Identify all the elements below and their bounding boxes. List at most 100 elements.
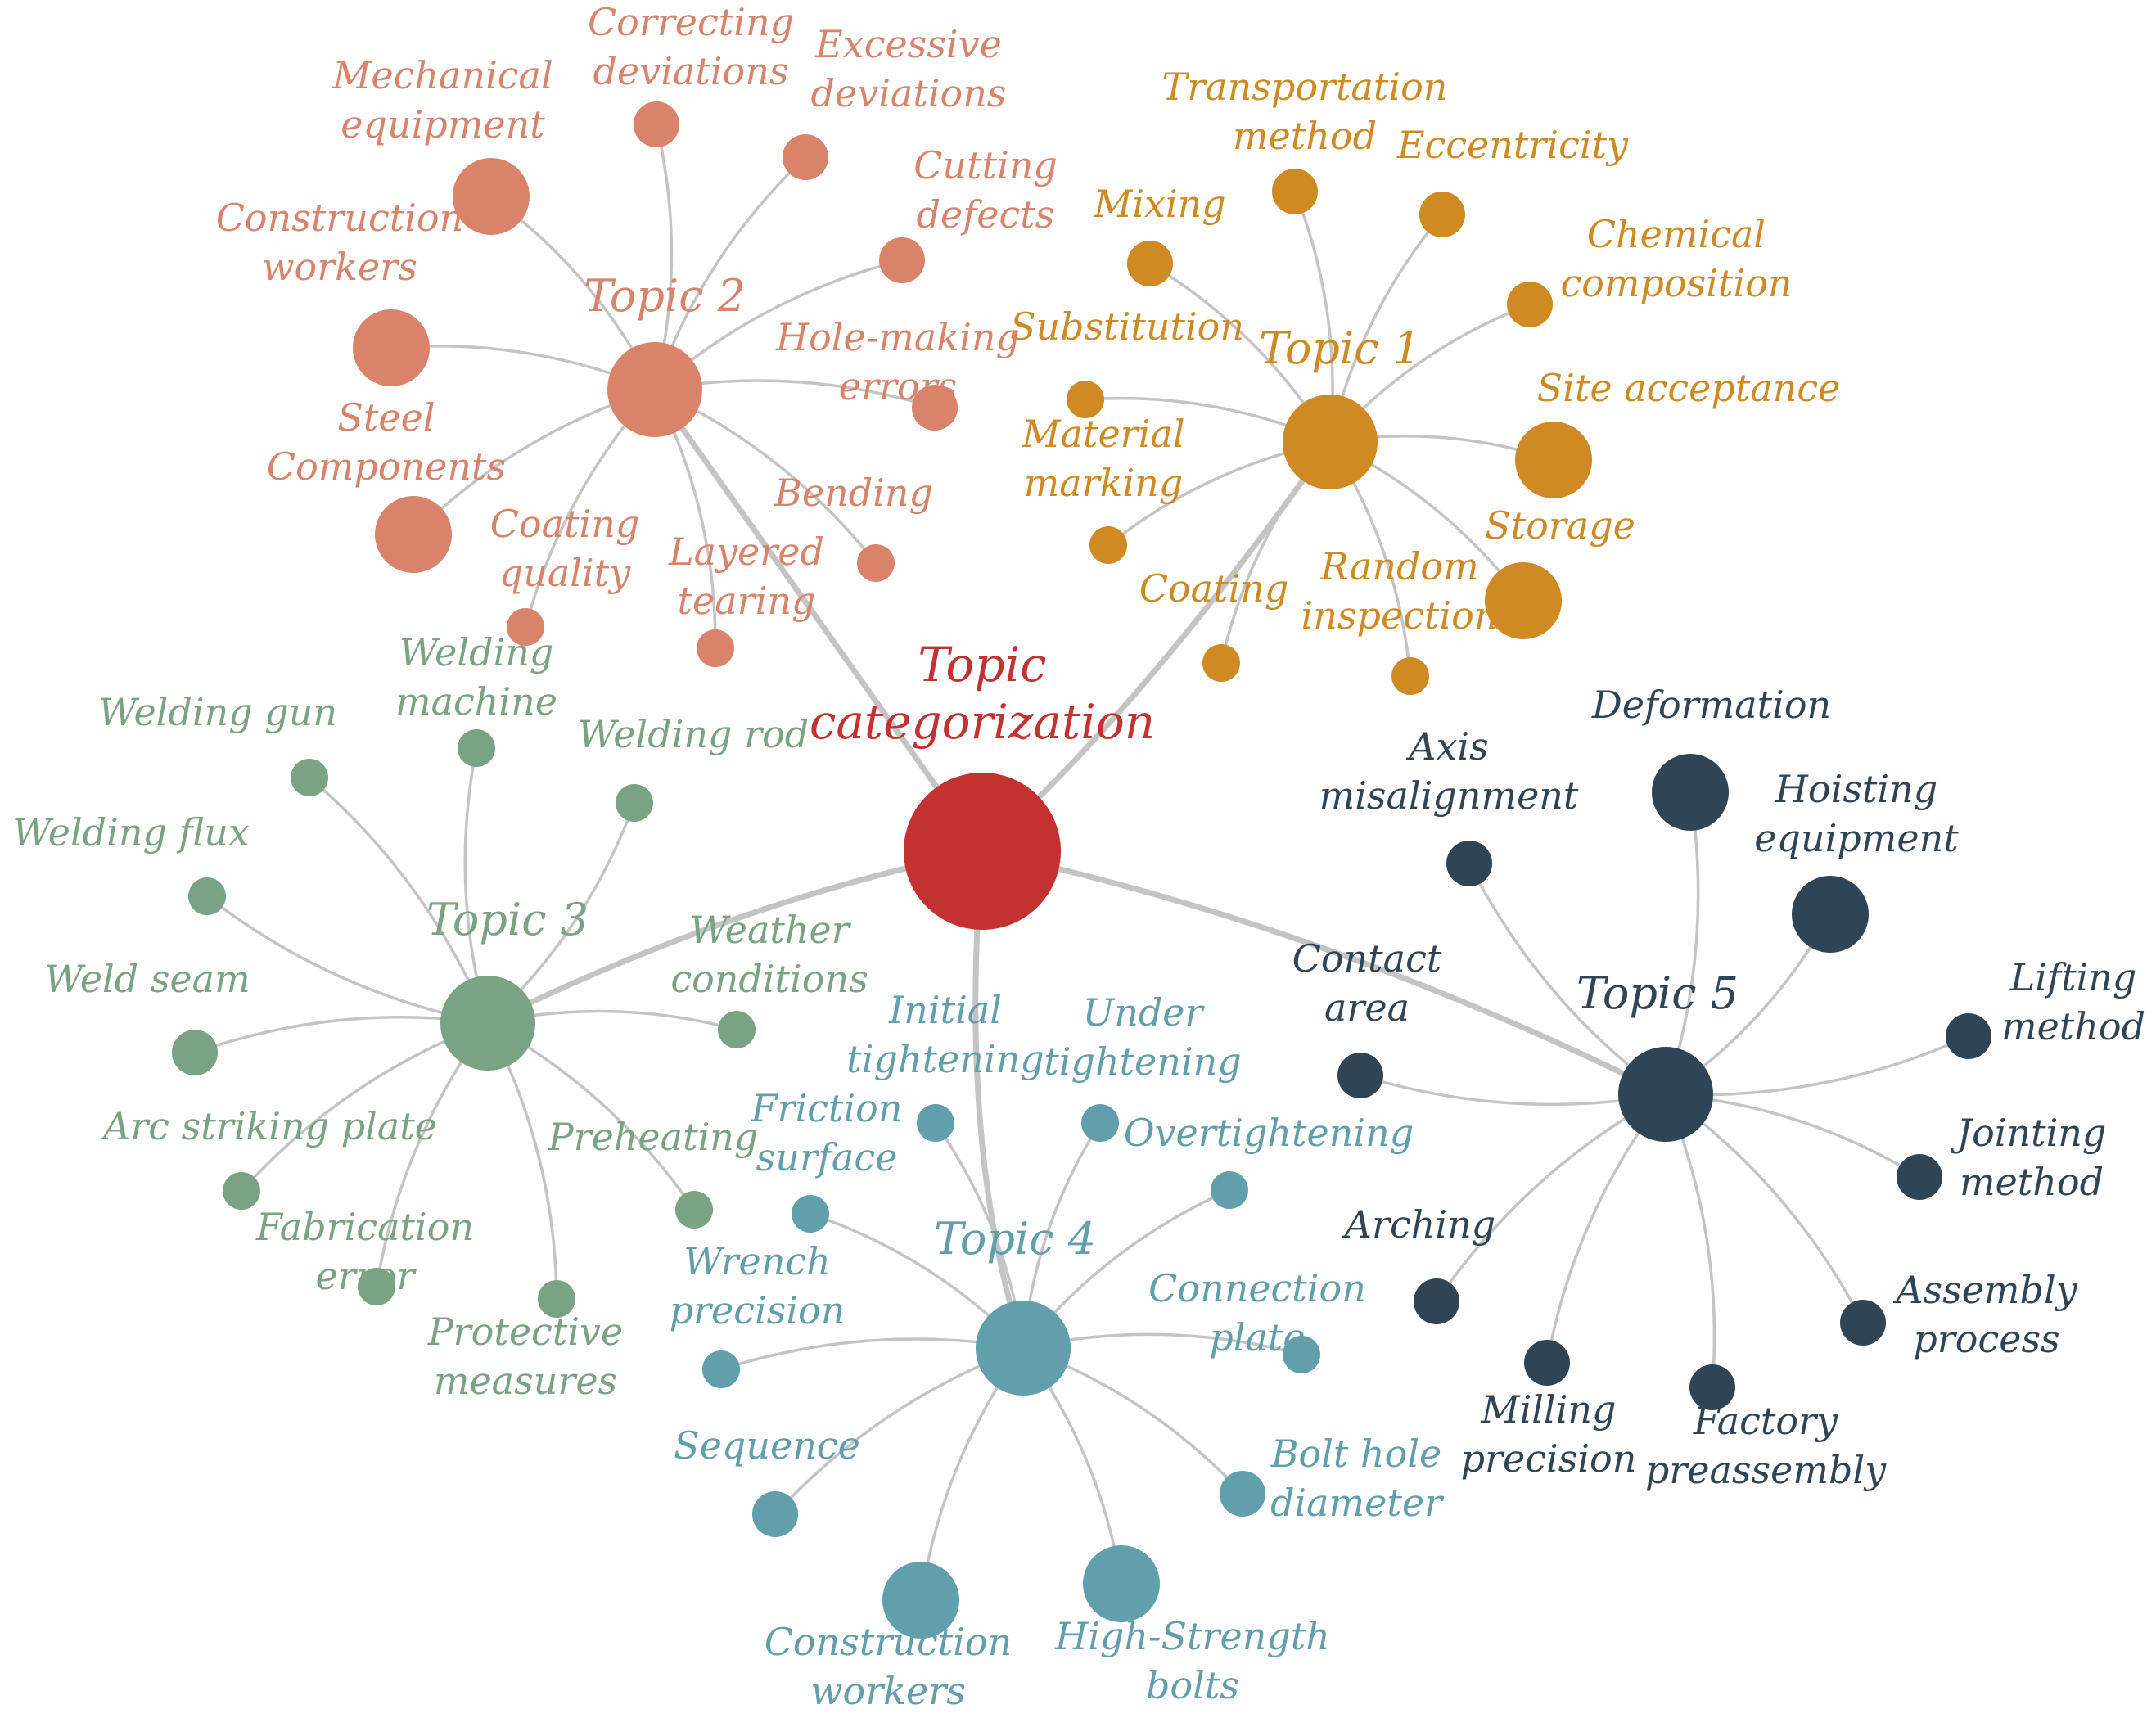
topic3-preheating-label: Preheating bbox=[548, 1115, 759, 1159]
topic1-mixing-node[interactable] bbox=[1127, 241, 1173, 286]
topic5-assembly-process-label-line: process bbox=[1913, 1317, 2059, 1361]
topic5-axis-misalignment-label-line: Axis bbox=[1405, 724, 1488, 769]
topic3-welding-rod-label-line: Welding rod bbox=[578, 712, 809, 756]
topic3-welding-rod-node[interactable] bbox=[616, 784, 653, 822]
topic3-fabrication-error-label-line: Fabrication bbox=[255, 1205, 474, 1249]
topic5-contact-area-label-line: area bbox=[1324, 985, 1410, 1030]
topic2-correcting-deviations-node[interactable] bbox=[634, 101, 679, 147]
topic1-label: Topic 1 bbox=[1259, 322, 1421, 374]
topic2-bending-node[interactable] bbox=[857, 544, 895, 582]
topic3-fabrication-error-label-line: error bbox=[316, 1254, 417, 1298]
topic4-sequence-label-line: Sequence bbox=[674, 1423, 860, 1468]
topic2-mechanical-equipment-node[interactable] bbox=[453, 158, 530, 235]
topic2-bending-label-line: Bending bbox=[774, 471, 933, 515]
topic3-welding-flux-node[interactable] bbox=[188, 877, 226, 915]
topic1-coating-node[interactable] bbox=[1202, 644, 1240, 682]
topic3-arc-striking-plate-label-line: Arc striking plate bbox=[100, 1104, 437, 1148]
topic2-excessive-deviations-label-line: deviations bbox=[811, 71, 1007, 115]
topic2-mechanical-equipment-label-line: equipment bbox=[341, 102, 545, 147]
topic1-random-inspection-label-line: Random bbox=[1319, 544, 1479, 588]
topic5-node[interactable] bbox=[1618, 1047, 1713, 1142]
topic3-welding-gun-node[interactable] bbox=[291, 759, 328, 796]
topic3-weather-conditions-node[interactable] bbox=[718, 1011, 756, 1048]
topic2-coating-quality-node[interactable] bbox=[507, 608, 544, 646]
topic5-assembly-process-node[interactable] bbox=[1840, 1300, 1886, 1346]
root-node[interactable] bbox=[904, 773, 1061, 930]
topic5-lifting-method-node[interactable] bbox=[1946, 1013, 1991, 1059]
topic5-contact-area-node[interactable] bbox=[1337, 1053, 1383, 1098]
topic4-high-strength-bolts-label-line: High-Strength bbox=[1054, 1614, 1330, 1658]
topic3-welding-machine-node[interactable] bbox=[458, 729, 495, 767]
topic4-overtightening-label: Overtightening bbox=[1124, 1111, 1414, 1155]
topic1-node[interactable] bbox=[1283, 395, 1378, 489]
topic4-construction-workers-label-line: Construction bbox=[765, 1620, 1013, 1664]
topic1-storage-node[interactable] bbox=[1485, 562, 1562, 639]
topic1-site-acceptance-node[interactable] bbox=[1515, 422, 1592, 498]
topic2-layered-tearing-label-line: Layered bbox=[668, 530, 824, 574]
topic5-hoisting-equipment-node[interactable] bbox=[1792, 876, 1869, 953]
topic2-layered-tearing-label-line: tearing bbox=[678, 579, 816, 623]
topic3-welding-gun-label: Welding gun bbox=[98, 690, 337, 734]
topic1-transportation-method-label-line: Transportation bbox=[1162, 65, 1448, 109]
topic1-material-marking-node[interactable] bbox=[1089, 526, 1127, 564]
topic2-layered-tearing-node[interactable] bbox=[697, 629, 734, 667]
topic5-factory-preassembly-label-line: Factory bbox=[1693, 1399, 1838, 1443]
topic1-mixing-label-line: Mixing bbox=[1093, 182, 1226, 226]
topic1-substitution-label-line: Substitution bbox=[1010, 304, 1244, 349]
topic1-site-acceptance-label-line: Site acceptance bbox=[1537, 366, 1841, 410]
topic1-material-marking-label-line: marking bbox=[1024, 461, 1184, 505]
topic4-high-strength-bolts-node[interactable] bbox=[1083, 1545, 1160, 1622]
topic1-random-inspection-node[interactable] bbox=[1391, 657, 1429, 695]
topic1-transportation-method-label: Transportation method bbox=[1162, 65, 1448, 158]
topic2-hole-making-errors-node[interactable] bbox=[912, 385, 958, 431]
topic5-deformation-node[interactable] bbox=[1652, 754, 1729, 831]
topic1-transportation-method-node[interactable] bbox=[1272, 169, 1318, 214]
topic3-weld-seam-node[interactable] bbox=[172, 1030, 218, 1075]
topic2-cutting-defects-node[interactable] bbox=[879, 237, 925, 283]
topic4-connection-plate-node[interactable] bbox=[1283, 1336, 1320, 1373]
topic4-node[interactable] bbox=[976, 1301, 1071, 1396]
topic1-transportation-method-label-line: method bbox=[1233, 114, 1377, 158]
topic3-node[interactable] bbox=[440, 976, 535, 1071]
topic3-arc-striking-plate-node[interactable] bbox=[223, 1172, 260, 1210]
topic4-friction-surface-node[interactable] bbox=[792, 1195, 829, 1233]
topic4-construction-workers-node[interactable] bbox=[882, 1562, 959, 1639]
topic4-bolt-hole-diameter-node[interactable] bbox=[1220, 1471, 1265, 1517]
topic4-sequence-node[interactable] bbox=[752, 1491, 798, 1537]
topic5-milling-precision-node[interactable] bbox=[1524, 1340, 1570, 1386]
topic2-node[interactable] bbox=[607, 342, 702, 437]
topic1-coating-label-line: Coating bbox=[1139, 566, 1289, 611]
topic1-site-acceptance-label: Site acceptance bbox=[1537, 366, 1841, 410]
topic2-construction-workers-node[interactable] bbox=[353, 309, 430, 386]
topic4-under-tightening-node[interactable] bbox=[1081, 1104, 1119, 1142]
topic3-label: Topic 3 bbox=[426, 894, 589, 945]
topic4-wrench-precision-label-line: Wrench bbox=[683, 1239, 830, 1283]
topic3-weather-conditions-label-line: conditions bbox=[670, 957, 868, 1001]
topic3-protective-measures-node[interactable] bbox=[538, 1280, 575, 1318]
topic3-preheating-node[interactable] bbox=[675, 1191, 713, 1229]
topic2-label: Topic 2 bbox=[584, 270, 746, 322]
topic1-eccentricity-node[interactable] bbox=[1419, 192, 1465, 237]
topic1-substitution-node[interactable] bbox=[1067, 381, 1104, 418]
topic2-steel-components-node[interactable] bbox=[375, 496, 452, 573]
topic1-chemical-composition-node[interactable] bbox=[1507, 282, 1553, 327]
topic4-initial-tightening-node[interactable] bbox=[917, 1104, 954, 1142]
topic3-fabrication-error-node[interactable] bbox=[358, 1268, 395, 1305]
topic5-jointing-method-node[interactable] bbox=[1897, 1154, 1942, 1200]
topic4-overtightening-node[interactable] bbox=[1211, 1171, 1248, 1209]
topic5-arching-node[interactable] bbox=[1414, 1278, 1459, 1324]
edge-root-topic5 bbox=[981, 848, 1667, 1098]
topic2-excessive-deviations-node[interactable] bbox=[783, 134, 828, 180]
topic4-initial-tightening-label-line: Initial bbox=[888, 988, 1002, 1032]
topic4-wrench-precision-node[interactable] bbox=[702, 1350, 740, 1388]
topic5-factory-preassembly-node[interactable] bbox=[1689, 1364, 1735, 1410]
topic5-axis-misalignment-node[interactable] bbox=[1446, 841, 1492, 886]
